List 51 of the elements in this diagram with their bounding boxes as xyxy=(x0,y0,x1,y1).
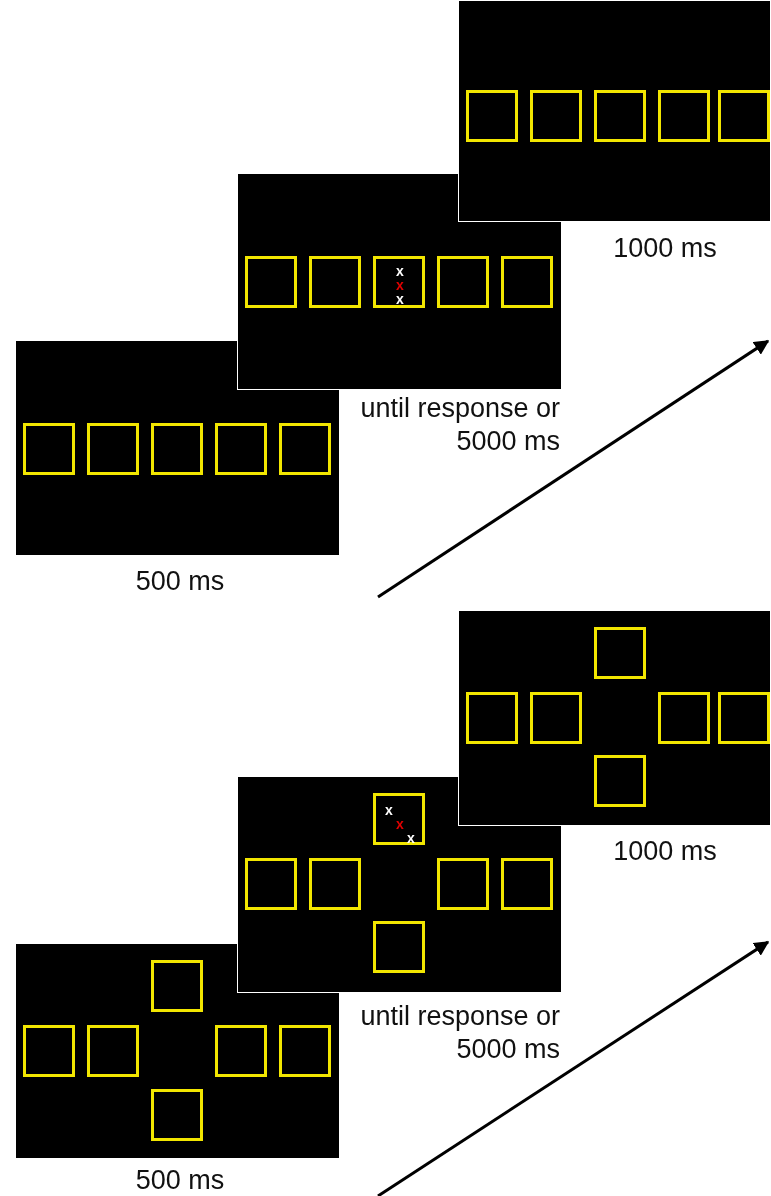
placeholder-square xyxy=(309,256,361,308)
placeholder-square xyxy=(151,1089,203,1141)
placeholder-square xyxy=(215,423,267,475)
placeholder-square xyxy=(466,692,518,744)
placeholder-square xyxy=(718,90,770,142)
placeholder-square xyxy=(594,627,646,679)
placeholder-square xyxy=(658,90,710,142)
placeholder-square xyxy=(466,90,518,142)
flanker-letter: x xyxy=(396,292,404,306)
duration-label: until response or 5000 ms xyxy=(359,392,560,458)
placeholder-square xyxy=(594,90,646,142)
flanker-letter: x xyxy=(396,264,404,278)
display-screen xyxy=(15,943,340,1159)
display-screen xyxy=(237,173,562,390)
duration-label: 500 ms xyxy=(134,1164,226,1196)
placeholder-square xyxy=(309,858,361,910)
placeholder-square xyxy=(530,90,582,142)
placeholder-square xyxy=(658,692,710,744)
placeholder-square xyxy=(87,423,139,475)
flanker-letter: x xyxy=(407,831,415,845)
target-letter: x xyxy=(396,278,404,292)
duration-label: 500 ms xyxy=(134,565,226,598)
placeholder-square xyxy=(501,256,553,308)
display-screen xyxy=(237,776,562,993)
placeholder-square xyxy=(215,1025,267,1077)
placeholder-square xyxy=(23,423,75,475)
placeholder-square xyxy=(718,692,770,744)
display-screen xyxy=(15,340,340,556)
display-screen xyxy=(458,610,771,826)
placeholder-square xyxy=(245,858,297,910)
placeholder-square xyxy=(23,1025,75,1077)
placeholder-square xyxy=(501,858,553,910)
placeholder-square xyxy=(245,256,297,308)
placeholder-square xyxy=(437,256,489,308)
duration-label: 1000 ms xyxy=(612,835,718,868)
target-letter: x xyxy=(396,817,404,831)
placeholder-square xyxy=(373,921,425,973)
placeholder-square xyxy=(151,960,203,1012)
duration-label: 1000 ms xyxy=(612,232,718,265)
placeholder-square xyxy=(373,793,425,845)
display-screen xyxy=(458,0,771,222)
placeholder-square xyxy=(530,692,582,744)
placeholder-square xyxy=(279,1025,331,1077)
placeholder-square xyxy=(87,1025,139,1077)
placeholder-square xyxy=(594,755,646,807)
placeholder-square xyxy=(437,858,489,910)
flanker-letter: x xyxy=(385,803,393,817)
duration-label: until response or 5000 ms xyxy=(359,1000,560,1066)
placeholder-square xyxy=(373,256,425,308)
placeholder-square xyxy=(279,423,331,475)
placeholder-square xyxy=(151,423,203,475)
